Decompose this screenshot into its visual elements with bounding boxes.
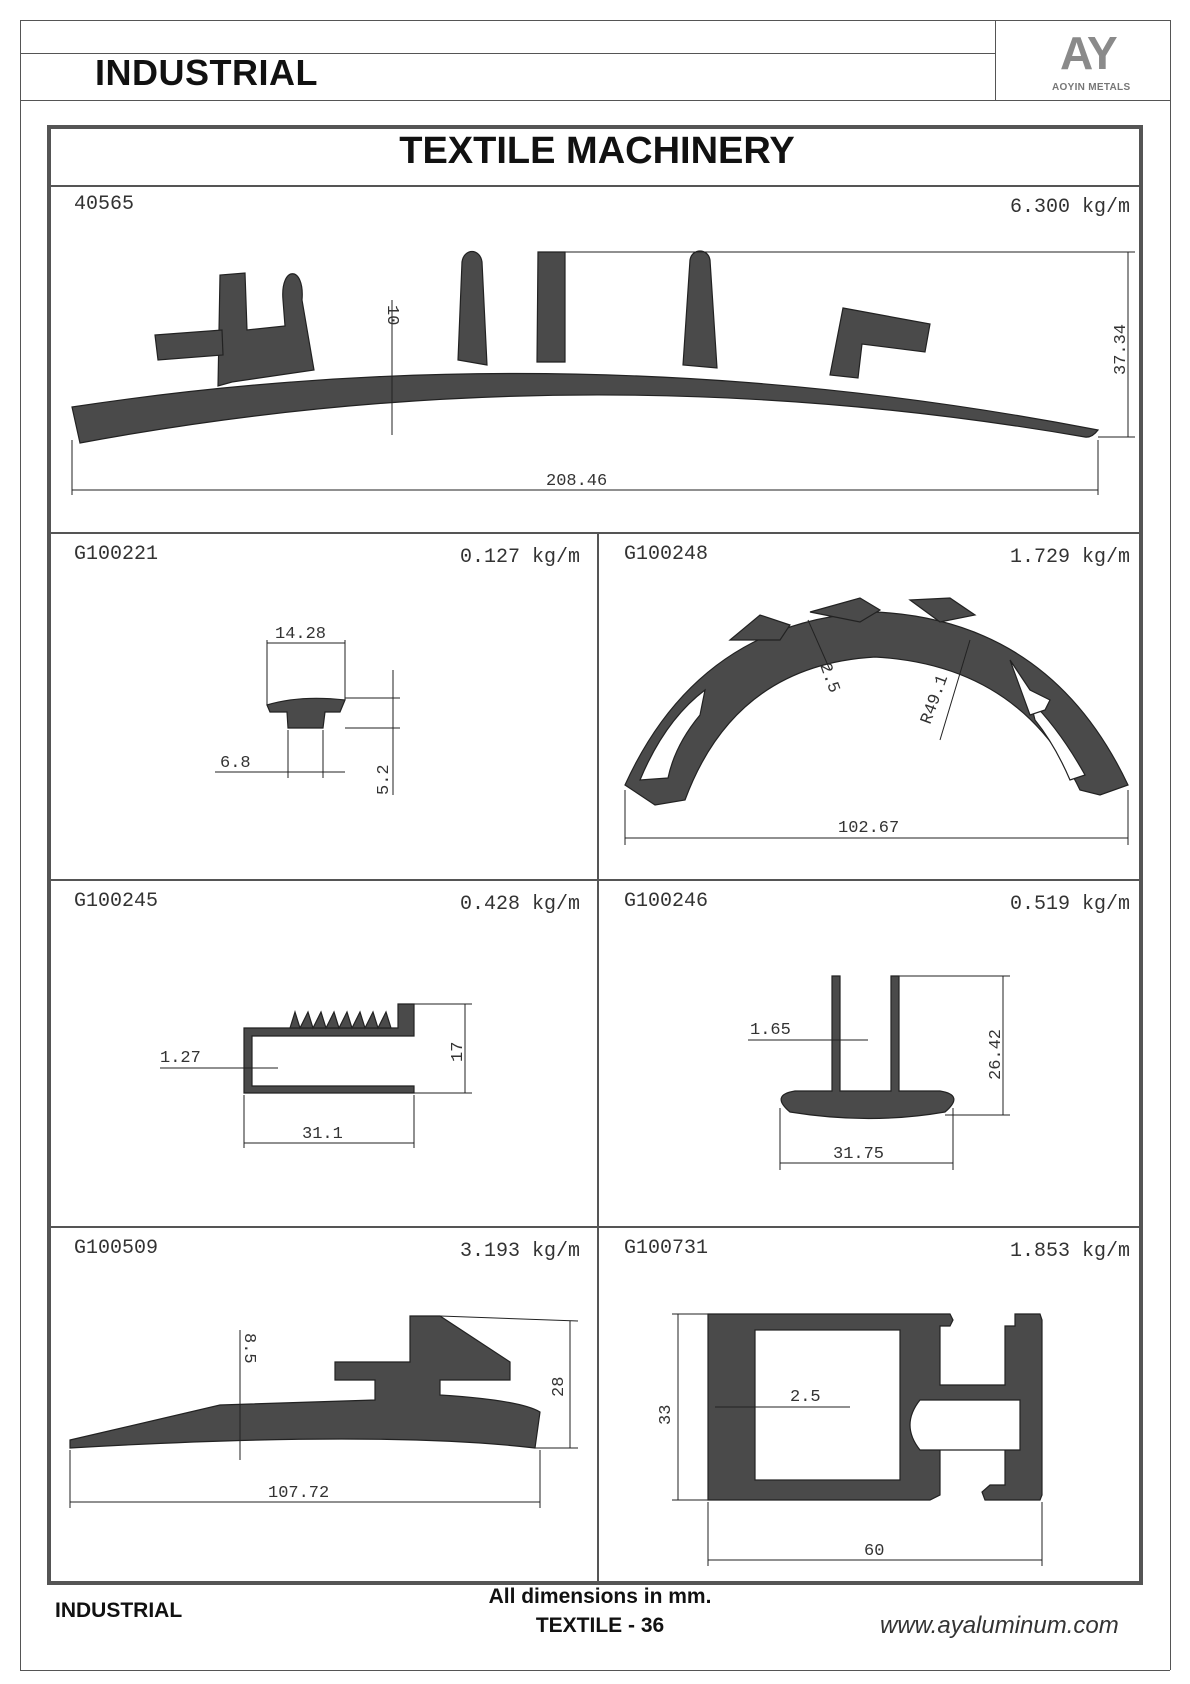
page-border-bottom xyxy=(20,1670,1170,1671)
profile-weight: 1.853 kg/m xyxy=(1009,1240,1130,1263)
dimension-label: 26.42 xyxy=(987,1029,1006,1080)
header-divider-upper xyxy=(20,53,995,54)
dimension-label: 8.5 xyxy=(239,1333,258,1364)
footer-section-label: INDUSTRIAL xyxy=(55,1599,183,1622)
title-divider xyxy=(51,185,1139,187)
footer-note: All dimensions in mm. xyxy=(488,1585,712,1608)
dimension-label: 5.2 xyxy=(375,764,394,795)
profile-code: G100248 xyxy=(624,543,709,566)
profile-weight: 3.193 kg/m xyxy=(459,1240,580,1263)
dimension-label: 37.34 xyxy=(1112,324,1131,375)
dimension-label: 28 xyxy=(550,1377,569,1397)
dimension-label: 31.75 xyxy=(833,1145,884,1164)
profile-code: G100246 xyxy=(624,890,709,913)
page-border-right xyxy=(1170,20,1171,1670)
dimension-label: 107.72 xyxy=(268,1484,329,1503)
profile-code: G100221 xyxy=(74,543,159,566)
profile-weight: 0.127 kg/m xyxy=(459,546,580,569)
logo-divider xyxy=(995,20,996,100)
dimension-label: 6.8 xyxy=(220,754,251,773)
profile-code: 40565 xyxy=(74,193,135,216)
website-link[interactable]: www.ayaluminum.com xyxy=(880,1612,1119,1639)
header-title: INDUSTRIAL xyxy=(95,52,318,93)
catalogue-frame xyxy=(47,125,1143,1585)
brand-logo: AY xyxy=(1060,27,1118,79)
page-border-left xyxy=(20,20,21,1670)
dimension-label: 2.5 xyxy=(790,1388,821,1407)
profile-weight: 6.300 kg/m xyxy=(1009,196,1130,219)
dimension-label: 208.46 xyxy=(546,472,607,491)
page-border-top xyxy=(20,20,1170,21)
dimension-label: 1.27 xyxy=(160,1049,201,1068)
dimension-label: 10 xyxy=(382,305,401,325)
column-divider xyxy=(597,532,599,1581)
dimension-label: 14.28 xyxy=(275,625,326,644)
row-divider-2 xyxy=(51,879,1139,881)
dimension-label: 17 xyxy=(449,1042,468,1062)
profile-code: G100731 xyxy=(624,1237,709,1260)
profile-weight: 0.428 kg/m xyxy=(459,893,580,916)
dimension-label: 31.1 xyxy=(302,1125,343,1144)
profile-code: G100245 xyxy=(74,890,159,913)
profile-weight: 0.519 kg/m xyxy=(1009,893,1130,916)
profile-weight: 1.729 kg/m xyxy=(1009,546,1130,569)
brand-name: AOYIN METALS xyxy=(1052,82,1131,93)
page-number: TEXTILE - 36 xyxy=(535,1614,665,1637)
header-divider-lower xyxy=(20,100,1170,101)
profile-code: G100509 xyxy=(74,1237,159,1260)
row-divider-1 xyxy=(51,532,1139,534)
dimension-label: 102.67 xyxy=(838,819,899,838)
section-title: TEXTILE MACHINERY xyxy=(399,130,795,172)
dimension-label: 33 xyxy=(657,1405,676,1425)
dimension-label: 1.65 xyxy=(750,1021,791,1040)
row-divider-3 xyxy=(51,1226,1139,1228)
dimension-label: 60 xyxy=(864,1542,884,1561)
